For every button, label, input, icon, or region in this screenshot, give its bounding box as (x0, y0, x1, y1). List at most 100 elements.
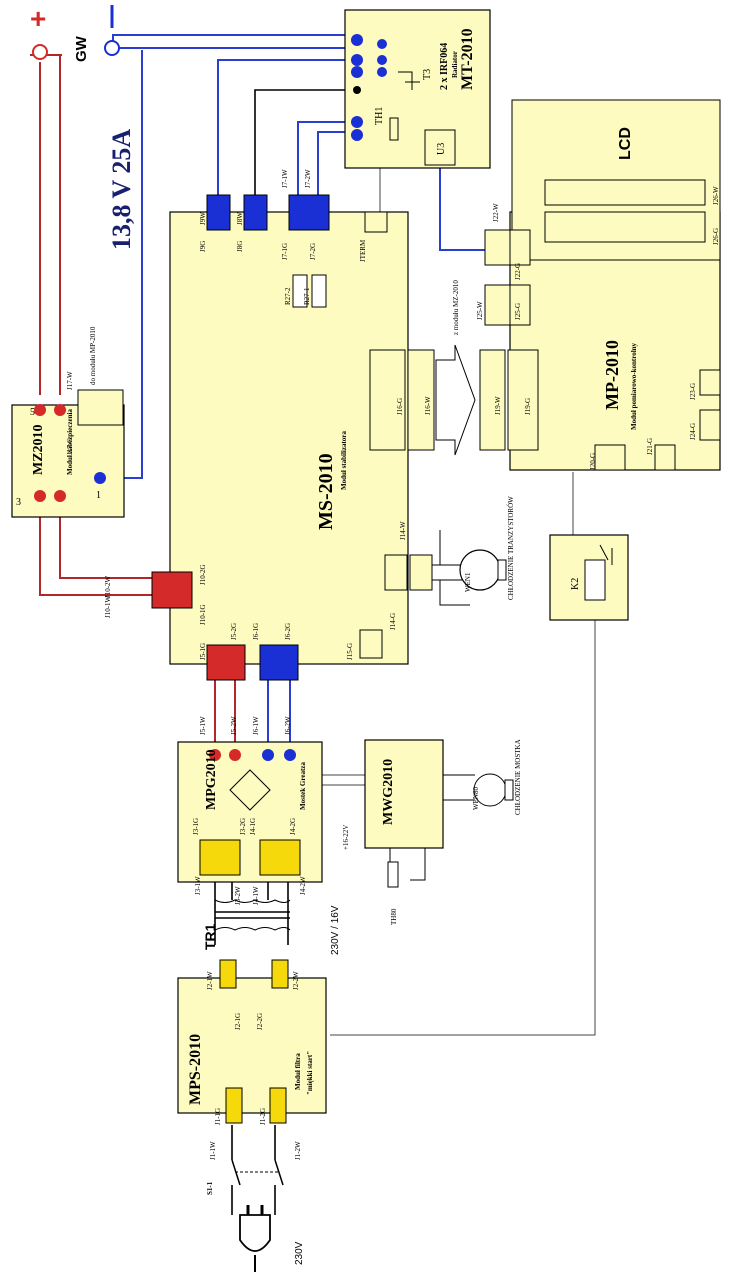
j14w-connector (409, 554, 433, 591)
j14g-connector (384, 554, 408, 591)
mpg-module: MPG2010 Mostek Greatza J3-1G J3-2G J4-1G… (177, 716, 350, 905)
mp-subtitle: Moduł pomiarowo-kontrolny (630, 342, 638, 430)
j19w-label: J19-W (494, 396, 502, 415)
mz-module: 5 3 1 MZ2010 Moduł zabezpieczenia J17-W … (11, 326, 125, 518)
j10-connector (151, 571, 193, 609)
plug-symbol (239, 1214, 271, 1252)
minus-terminal (104, 40, 120, 56)
r272-label: R27-2 (284, 287, 292, 305)
j22g-label: J22-G (514, 263, 522, 280)
mps-title: MPS-2010 (187, 1034, 204, 1105)
mz-terminal (34, 490, 46, 502)
mps-module: J2-1W J2-2W J2-1G J2-2G MPS-2010 Moduł f… (177, 959, 327, 1160)
mwg-module: MWG2010 WEN80 CHŁODZENIE MOSTKA TH80 (364, 739, 522, 925)
j62g-label: J6-2G (284, 623, 292, 640)
th80-symbol (387, 861, 399, 888)
mz-title: MZ2010 (31, 424, 46, 475)
fan-wen1: WEN1 CHŁODZENIE TRANZYSTORÓW (432, 496, 515, 606)
j21-connector (654, 444, 676, 471)
mt-t3: T3 (422, 69, 433, 80)
mz-terminal (94, 472, 106, 484)
j17-connector (77, 389, 124, 426)
j5-connector (206, 644, 246, 681)
mains-input: S1-1 230V (206, 1159, 305, 1272)
mps-subtitle: Moduł filtra (294, 1053, 302, 1090)
j23-connector (699, 369, 721, 396)
r27-2-resistor (292, 274, 308, 308)
j16w-label: J16-W (424, 396, 432, 415)
jterm-connector (364, 211, 388, 233)
j16g-label: J16-G (396, 398, 404, 415)
mpg-terminal (209, 749, 221, 761)
j22w-label: J22-W (492, 203, 500, 222)
relay-k2: K2 (549, 534, 629, 621)
lcd-label: LCD (617, 127, 634, 160)
k2-coil (584, 559, 606, 601)
mt-th1: TH1 (374, 107, 385, 125)
j101g-label: J10-1G (199, 604, 207, 625)
j62w-label: J6-2W (284, 716, 292, 735)
j26w-label: J26-W (712, 186, 720, 205)
j25w-label: J25-W (476, 301, 484, 320)
j12w-label: J1-2W (294, 1141, 302, 1160)
mp-title: MP-2010 (602, 340, 622, 410)
j9-connector (206, 194, 231, 231)
mt-terminal (351, 54, 363, 66)
transformer-tr1: TR1 230V / 16V (202, 899, 341, 955)
lcd-header-top (544, 179, 706, 206)
mt-terminal (351, 129, 363, 141)
j32w-label: J3-2W (234, 886, 242, 905)
mps-subtitle2: "miękki start" (306, 1051, 314, 1095)
j72g-label: J7-2G (309, 243, 317, 260)
mt-terminal (351, 34, 363, 46)
j26g-label: J26-G (712, 228, 720, 245)
j8g-label: J8G (236, 241, 244, 252)
mz-to-mp-label: do modułu MP-2010 (89, 326, 97, 385)
mz-terminal (54, 490, 66, 502)
j19g-label: J19-G (524, 398, 532, 415)
th80-label: TH80 (390, 908, 398, 925)
j17g-label: J17-G (66, 438, 74, 455)
mz-subtitle: Moduł zabezpieczenia (66, 409, 74, 475)
j71g-label: J7-1G (281, 243, 289, 260)
j1-1-connector (225, 1087, 243, 1124)
mpg-terminal (284, 749, 296, 761)
j20-connector (594, 444, 626, 471)
switch-contact-2 (274, 1159, 284, 1186)
ms-module: J9W J8W J7-1W J7-2W J9G J8G J7-1G J7-2G … (104, 169, 435, 681)
j51w-label: J5-1W (199, 716, 207, 735)
j16w-connector (407, 349, 435, 451)
j11g-label: J1-1G (214, 1108, 222, 1125)
wen1-label: WEN1 (464, 572, 472, 592)
j61g-label: J6-1G (252, 623, 260, 640)
j19g-connector (507, 349, 539, 451)
j6-connector (259, 644, 299, 681)
j42g-label: J4-2G (289, 818, 297, 835)
j19w-connector (479, 349, 506, 451)
j102w-label: J10-2W (104, 575, 112, 598)
mz-pin3: 3 (16, 497, 21, 508)
j9g-label: J9G (199, 241, 207, 252)
j24-connector (699, 409, 721, 441)
mpg-vin-label: +16-22V (342, 825, 350, 850)
ms-subtitle: Moduł stabilizatora (340, 431, 348, 490)
j14g-label: J14-G (389, 613, 397, 630)
j14w-label: J14-W (399, 521, 407, 540)
j71w-label: J7-1W (281, 169, 289, 188)
j22-connector (484, 229, 511, 266)
mt-terminal (353, 86, 361, 94)
supply-terminals: + GW 13,8 V 25A (30, 3, 136, 250)
j42w-label: J4-2W (299, 876, 307, 895)
j52g-label: J5-2G (230, 623, 238, 640)
j8w-label: J8W (236, 212, 244, 225)
j25-connector (484, 284, 511, 326)
j7-connector (288, 194, 330, 231)
rating-label: 13,8 V 25A (107, 129, 136, 250)
wen80-label: WEN80 (472, 787, 480, 810)
mpg-subtitle: Mostek Greatza (299, 762, 307, 810)
switch-label: S1-1 (206, 1181, 214, 1195)
mpg-terminal (262, 749, 274, 761)
j8-connector (243, 194, 268, 231)
j3-connector (199, 839, 241, 876)
